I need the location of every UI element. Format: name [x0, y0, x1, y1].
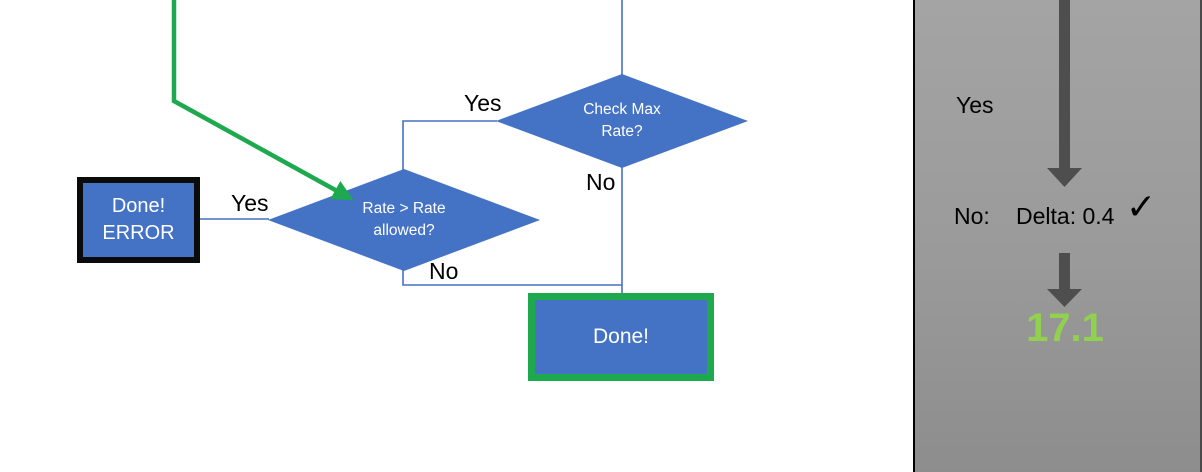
checkmark-icon: ✓: [1126, 186, 1157, 227]
done-box: Done!: [528, 293, 714, 381]
decision-rate-allowed: Rate > Rate allowed?: [268, 169, 540, 271]
panel-result-value: 17.1: [1026, 306, 1104, 350]
green-path-arrow: [171, 0, 354, 200]
rate-diamond-no-label: No: [429, 258, 459, 284]
rate-diamond-yes-label: Yes: [231, 190, 269, 216]
done-error-line1: Done!: [111, 195, 166, 217]
check-diamond-no-label: No: [586, 169, 616, 195]
panel-delta-value: Delta: 0.4: [1016, 203, 1115, 229]
decision-check-max-rate: Check Max Rate?: [496, 74, 748, 168]
connector-check-yes-to-rate-diamond: [402, 120, 497, 170]
panel-no-label: No:: [954, 203, 990, 229]
check-diamond-yes-label: Yes: [464, 90, 502, 116]
decision-rate-allowed-label: Rate > Rate allowed?: [362, 199, 446, 239]
panel-yes-label: Yes: [956, 92, 994, 118]
side-panel: [913, 0, 1202, 472]
done-box-label: Done!: [592, 325, 650, 348]
decision-check-max-rate-label: Check Max Rate?: [583, 100, 661, 140]
done-error-line2: ERROR: [102, 222, 175, 244]
done-error-box: Done! ERROR: [77, 177, 200, 263]
